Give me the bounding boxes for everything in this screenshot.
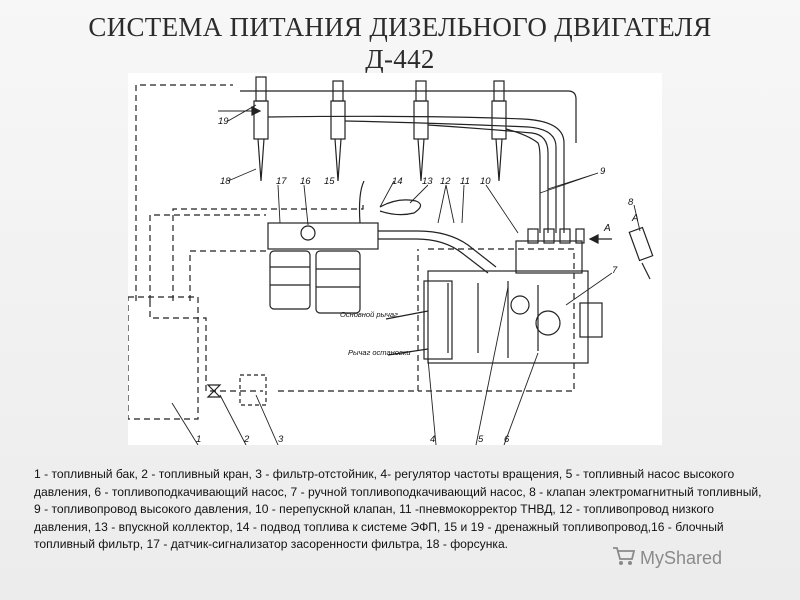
block-fuel-filter bbox=[267, 222, 379, 314]
callout-3: 3 bbox=[278, 434, 284, 445]
injectors bbox=[253, 76, 507, 182]
fuel-tap bbox=[206, 384, 222, 398]
dashed-fuel-lines bbox=[135, 84, 575, 392]
callout-10: 10 bbox=[480, 176, 491, 187]
callout-19: 19 bbox=[218, 116, 229, 127]
arrow-label-a: A bbox=[603, 223, 611, 234]
callout-9: 9 bbox=[600, 166, 606, 177]
engine-fuel-system-diagram: 1 2 3 4 5 6 7 8 9 10 11 12 13 14 15 16 1… bbox=[128, 73, 662, 445]
cart-icon bbox=[612, 545, 636, 572]
watermark-text: MyShared bbox=[640, 547, 723, 568]
drain-line bbox=[240, 90, 577, 143]
fuel-tank bbox=[128, 296, 199, 420]
slide-title: СИСТЕМА ПИТАНИЯ ДИЗЕЛЬНОГО ДВИГАТЕЛЯ bbox=[88, 12, 712, 42]
slide-subtitle: Д-442 bbox=[365, 44, 435, 74]
lever-main-label: Основной рычаг bbox=[340, 310, 398, 319]
callout-8: 8 bbox=[628, 197, 634, 208]
callout-13: 13 bbox=[422, 176, 433, 187]
intake-manifold bbox=[358, 180, 422, 224]
low-pressure-lines bbox=[378, 230, 497, 274]
callout-4: 4 bbox=[430, 434, 435, 445]
watermark: MyShared bbox=[612, 545, 722, 571]
high-pressure-lines bbox=[267, 115, 565, 233]
callout-6: 6 bbox=[504, 434, 510, 445]
lever-stop-label: Рычаг остановки bbox=[348, 348, 411, 357]
callout-15: 15 bbox=[324, 176, 335, 187]
callout-numbers: 1 2 3 4 5 6 7 8 9 10 11 12 13 14 15 16 1… bbox=[196, 116, 634, 445]
legend-caption: 1 - топливный бак, 2 - топливный кран, 3… bbox=[34, 467, 762, 552]
leader-lines bbox=[171, 104, 641, 445]
speed-governor bbox=[385, 280, 453, 360]
sediment-filter bbox=[239, 374, 267, 406]
callout-5: 5 bbox=[478, 434, 484, 445]
valve-label-a: A bbox=[631, 213, 639, 224]
diagram-svg: 1 2 3 4 5 6 7 8 9 10 11 12 13 14 15 16 1… bbox=[128, 76, 654, 445]
solenoid-valve bbox=[628, 226, 654, 280]
callout-11: 11 bbox=[460, 176, 470, 187]
callout-18: 18 bbox=[220, 176, 231, 187]
high-pressure-pump bbox=[427, 228, 603, 364]
callout-12: 12 bbox=[440, 176, 451, 187]
callout-17: 17 bbox=[276, 176, 287, 187]
callout-14: 14 bbox=[392, 176, 403, 187]
callout-1: 1 bbox=[196, 434, 201, 445]
callout-2: 2 bbox=[243, 434, 250, 445]
callout-7: 7 bbox=[612, 265, 618, 276]
callout-16: 16 bbox=[300, 176, 311, 187]
